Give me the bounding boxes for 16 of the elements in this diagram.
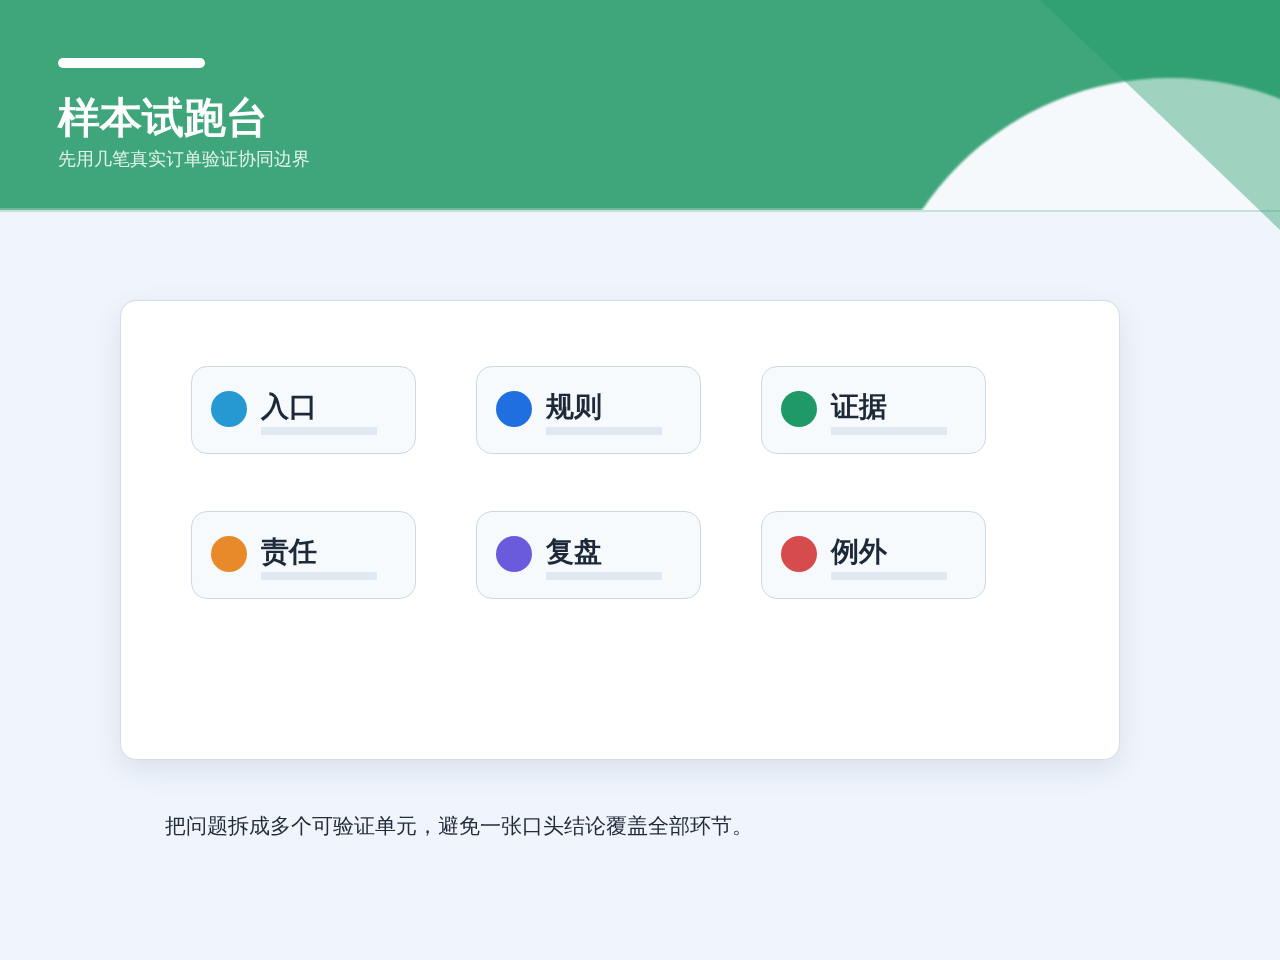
card-title: 复盘 (546, 535, 602, 569)
caption-text: 把问题拆成多个可验证单元，避免一张口头结论覆盖全部环节。 (165, 813, 753, 840)
card-title: 责任 (261, 535, 317, 569)
label-card (761, 511, 986, 599)
label-card (476, 511, 701, 599)
label-card (476, 366, 701, 454)
subtitle: 先用几笔真实订单验证协同边界 (58, 147, 310, 171)
content-card (120, 300, 1120, 760)
card-title: 规则 (546, 390, 602, 424)
page-title: 样本试跑台 (58, 93, 268, 143)
label-card (191, 511, 416, 599)
label-card (191, 366, 416, 454)
card-title: 入口 (261, 390, 317, 424)
card-title: 证据 (831, 390, 887, 424)
label-card (761, 366, 986, 454)
card-title: 例外 (831, 535, 887, 569)
